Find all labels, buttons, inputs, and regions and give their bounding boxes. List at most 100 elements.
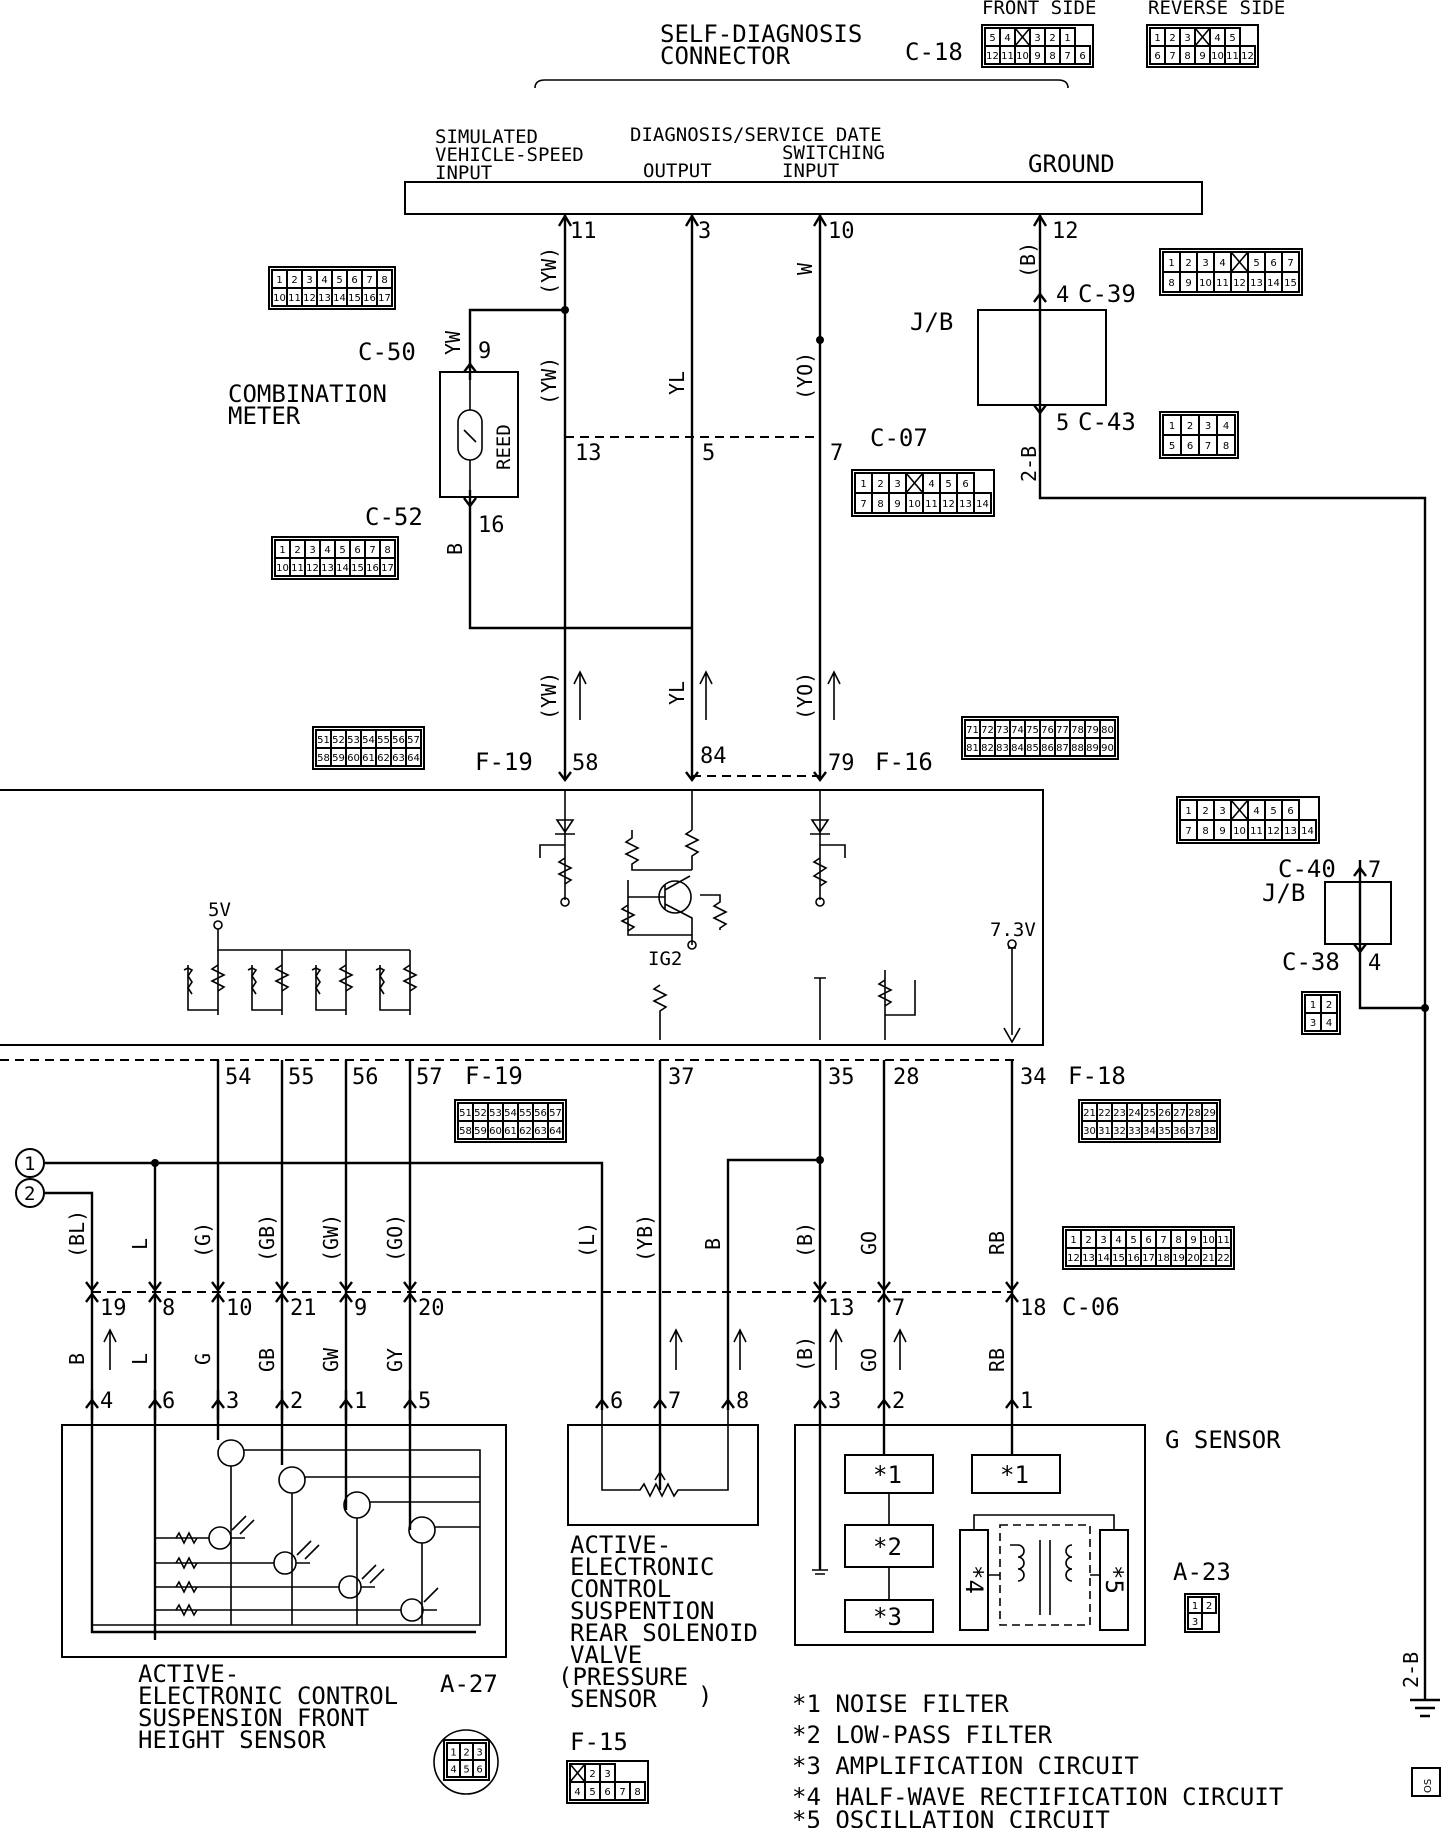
legend-item-4: *4 HALF-WAVE RECTIFICATION CIRCUIT — [792, 1783, 1283, 1811]
c40-pin-7: 7 — [1368, 858, 1381, 883]
connector-pin-number: 12 — [306, 563, 319, 574]
connector-pin-number: 5 — [1169, 441, 1175, 452]
ecu-pin-35: 35 — [828, 1065, 855, 1090]
connector-pin-number: 19 — [1172, 1253, 1185, 1264]
diag-service-label: DIAGNOSIS/SERVICE DATE — [630, 124, 882, 146]
connector-pin-number: 5 — [1130, 1235, 1136, 1246]
connector-pin-cell — [1298, 819, 1317, 841]
ecu-pin-54: 54 — [225, 1065, 252, 1090]
connector-outline — [1062, 1226, 1235, 1270]
connector-pin-number: 17 — [378, 293, 391, 304]
connector-pin-number: 8 — [1184, 51, 1190, 62]
g-box-1a-label: *1 — [873, 1461, 902, 1489]
connector-pin-number: 1 — [1169, 421, 1175, 432]
wire-label-go-paren: (GO) — [383, 1214, 407, 1262]
wire-label-2b-1: 2-B — [1017, 446, 1041, 482]
g-sensor-box — [794, 1424, 1146, 1646]
switching-label-1: SWITCHING — [782, 142, 885, 164]
legend-item-3: *3 AMPLIFICATION CIRCUIT — [792, 1752, 1139, 1780]
rear-valve-label-5: REAR SOLENOID — [570, 1619, 758, 1647]
connector-pin-number: 15 — [1284, 278, 1297, 289]
pressure-sensor-resistor — [601, 1410, 729, 1498]
connector-pin-number: 10 — [908, 499, 921, 510]
diag-connector-bracket — [534, 79, 1069, 89]
connector-pin-number: 14 — [1301, 826, 1314, 837]
connector-outline — [443, 1739, 490, 1781]
connector-pin-cell — [1320, 1012, 1338, 1032]
connector-pin-number: 2 — [1185, 258, 1191, 269]
ecu-pin-79: 79 — [828, 751, 855, 776]
connector-pin-number: 9 — [1199, 51, 1205, 62]
wire-label-go-2: GO — [857, 1348, 881, 1372]
junction-yw — [561, 306, 569, 314]
top-pin-arrows — [557, 213, 1048, 227]
rear-valve-label-6: VALVE — [570, 1641, 642, 1669]
connector-pin-number: 2 — [1085, 1235, 1091, 1246]
ecu-f19-id-top: F-19 — [475, 748, 533, 776]
wire-label-b-meter: B — [443, 543, 467, 555]
front-sensor-label-3: SUSPENSION FRONT — [138, 1704, 369, 1732]
diag-connector-title-2: CONNECTOR — [660, 42, 791, 70]
c06-pin-18: 18 — [1020, 1296, 1047, 1321]
c50-id: C-50 — [358, 338, 416, 366]
connector-pin-number: 14 — [976, 499, 989, 510]
g-sensor-internal-wiring — [883, 1425, 1115, 1615]
connector-pin-number: 75 — [1026, 725, 1039, 736]
jb-top-label: J/B — [910, 308, 953, 336]
connector-pin-number: 5 — [589, 1787, 595, 1798]
connector-pin-number: 10 — [1016, 51, 1029, 62]
a27-connector-outline — [433, 1729, 499, 1795]
g-sensor-pin-2: 2 — [892, 1389, 905, 1414]
meter-pin-9: 9 — [478, 339, 491, 364]
wire-label-yo-1: (YO) — [793, 352, 817, 400]
connector-pin-cell — [405, 747, 422, 767]
connector-pin-number: 16 — [363, 293, 376, 304]
connector-pin-number: 3 — [1034, 33, 1040, 44]
connector-pin-number: 52 — [332, 735, 345, 746]
connector-pin-number: 54 — [504, 1108, 517, 1119]
connector-pin-cell — [1201, 1596, 1217, 1614]
c38-id: C-38 — [1282, 948, 1340, 976]
connector-pin-number: 58 — [459, 1126, 472, 1137]
connector-pin-number: 64 — [549, 1126, 562, 1137]
c07-id: C-07 — [870, 424, 928, 452]
front-sensor-label-1: ACTIVE- — [138, 1660, 239, 1688]
wire-yw-branch — [468, 308, 565, 350]
connector-pin-cell — [1239, 45, 1256, 65]
ecu-f19-id-bottom: F-19 — [465, 1062, 523, 1090]
connector-pin-number: 56 — [392, 735, 405, 746]
connector-pin-number: 14 — [1097, 1253, 1110, 1264]
connector-outline — [851, 469, 995, 517]
connector-pin-number: 6 — [1154, 51, 1160, 62]
connector-pin-number: 10 — [1199, 278, 1212, 289]
connector-pin-number: 6 — [962, 479, 968, 490]
connector-pin-number: 10 — [1233, 826, 1246, 837]
wire-label-g-paren: (G) — [191, 1222, 215, 1258]
connector-pin-cell — [547, 1120, 564, 1140]
connector-pin-number: 13 — [318, 293, 331, 304]
connector-pin-number: 6 — [1270, 258, 1276, 269]
connector-pin-number: 7 — [366, 275, 372, 286]
c07-pin-7: 7 — [830, 441, 843, 466]
wire-label-gw: GW — [319, 1347, 343, 1372]
connector-pin-number: 38 — [1203, 1126, 1216, 1137]
connector-pin-number: 5 — [1229, 33, 1235, 44]
connector-outline — [1301, 991, 1341, 1035]
connector-pin-number: 86 — [1041, 743, 1054, 754]
connector-pin-number: 27 — [1173, 1108, 1186, 1119]
connector-pin-number: 1 — [450, 1748, 456, 1759]
connector-pin-number: 7 — [860, 499, 866, 510]
connector-pin-number: 3 — [1202, 258, 1208, 269]
connector-pin-cell — [1187, 1612, 1203, 1630]
connector-pin-number: 13 — [321, 563, 334, 574]
connector-pin-number: 26 — [1158, 1108, 1171, 1119]
front-sensor-id: A-27 — [440, 1670, 498, 1698]
connector-pin-number: 12 — [1233, 278, 1246, 289]
wire-label-2b-2: 2-B — [1399, 1652, 1423, 1688]
connector-pin-number: 2 — [291, 275, 297, 286]
